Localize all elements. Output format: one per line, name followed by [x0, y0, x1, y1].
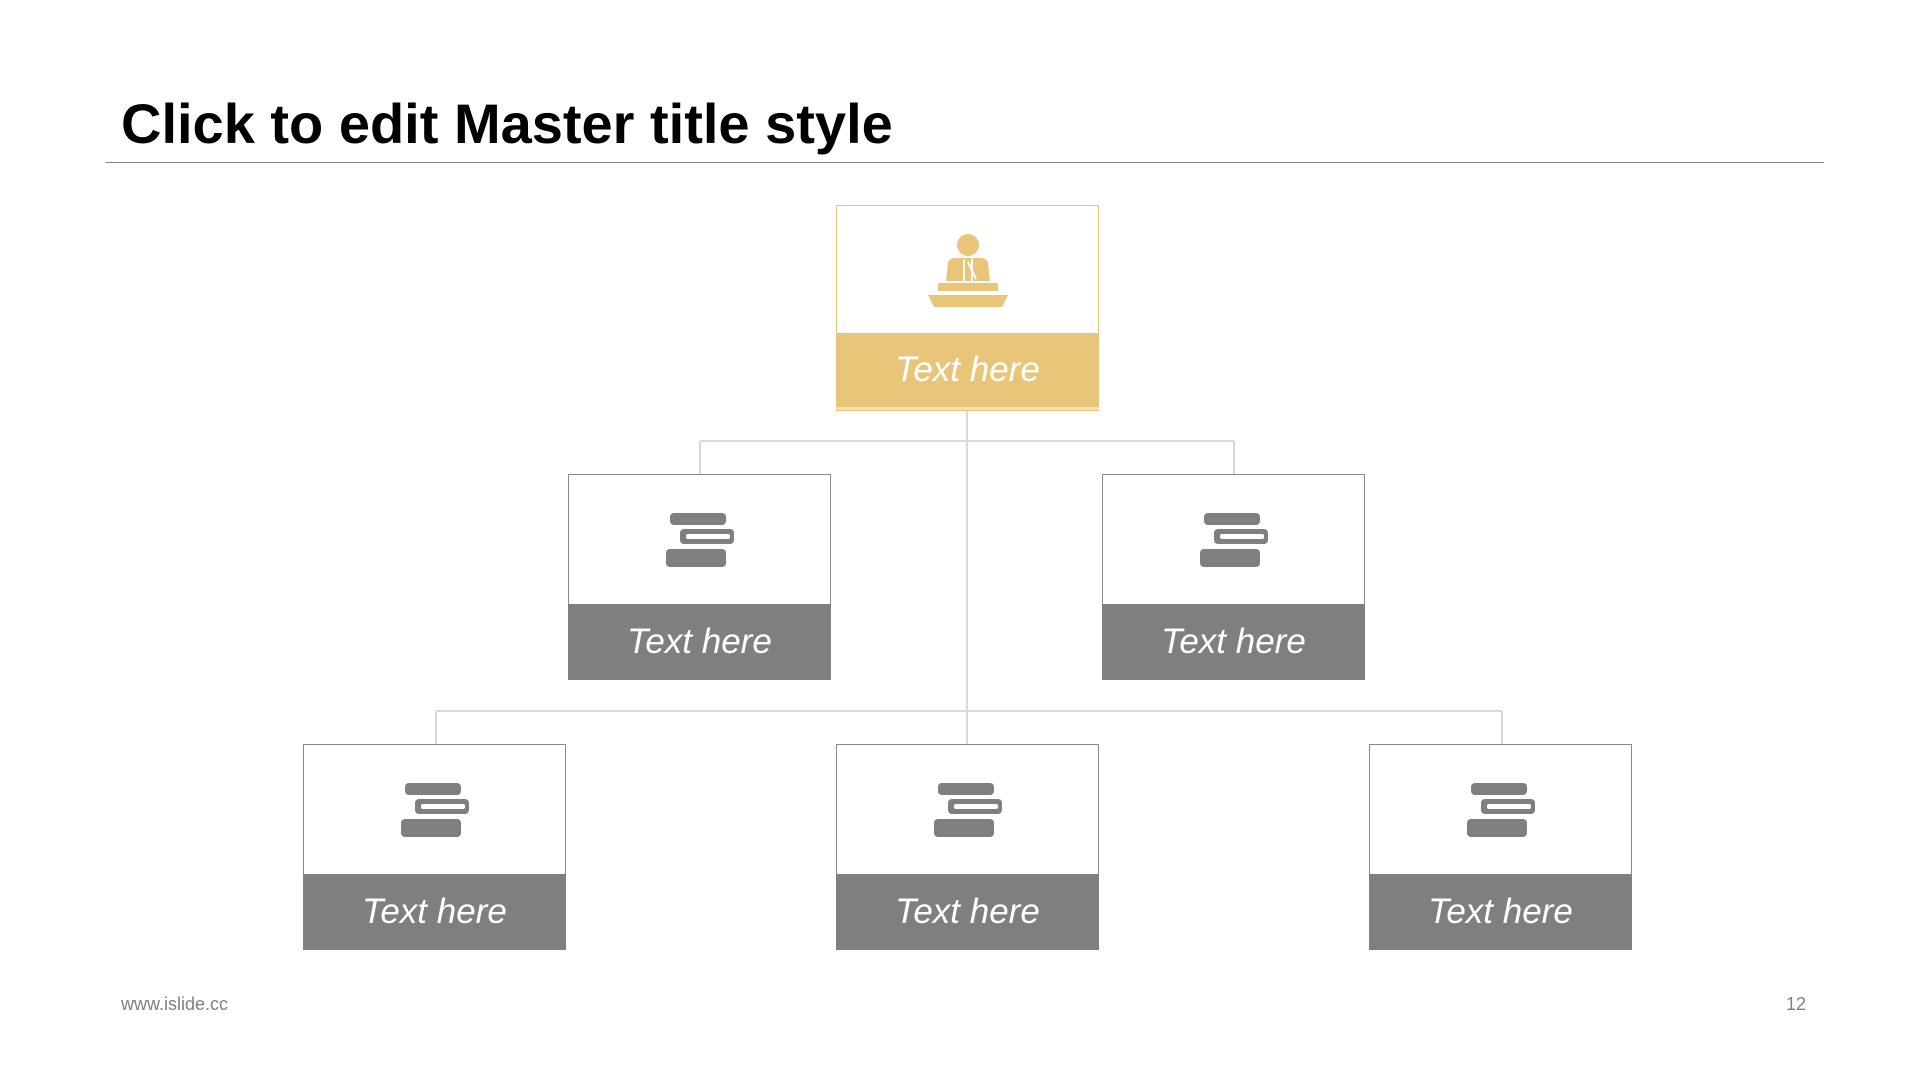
footer-url: www.islide.cc	[121, 994, 229, 1014]
org-node-icon-area	[837, 745, 1098, 874]
org-node-label: Text here	[1369, 874, 1632, 950]
org-node-label: Text here	[1102, 604, 1365, 680]
org-node-icon-area	[304, 745, 565, 874]
title-divider	[106, 162, 1824, 163]
org-node-label: Text here	[836, 874, 1099, 950]
org-node-level3-left[interactable]: Text here	[303, 744, 566, 950]
org-node-root-label: Text here	[836, 333, 1099, 410]
org-node-label: Text here	[568, 604, 831, 680]
org-node-level2-right[interactable]: Text here	[1102, 474, 1365, 680]
org-node-level2-left[interactable]: Text here	[568, 474, 831, 680]
books-stack-icon	[665, 512, 734, 567]
page-number: 12	[1786, 994, 1807, 1014]
books-stack-icon	[400, 782, 469, 837]
org-node-icon-area	[569, 475, 830, 604]
org-node-level3-right[interactable]: Text here	[1369, 744, 1632, 950]
speaker-podium-icon	[927, 233, 1008, 307]
books-stack-icon	[1466, 782, 1535, 837]
org-node-icon-area	[1103, 475, 1364, 604]
org-node-label: Text here	[303, 874, 566, 950]
books-stack-icon	[1199, 512, 1268, 567]
org-node-icon-area	[1370, 745, 1631, 874]
books-stack-icon	[933, 782, 1002, 837]
slide-title[interactable]: Click to edit Master title style	[121, 92, 893, 155]
org-node-root-icon-area	[837, 206, 1098, 335]
org-node-root[interactable]: Text here	[836, 205, 1099, 411]
org-node-level3-center[interactable]: Text here	[836, 744, 1099, 950]
